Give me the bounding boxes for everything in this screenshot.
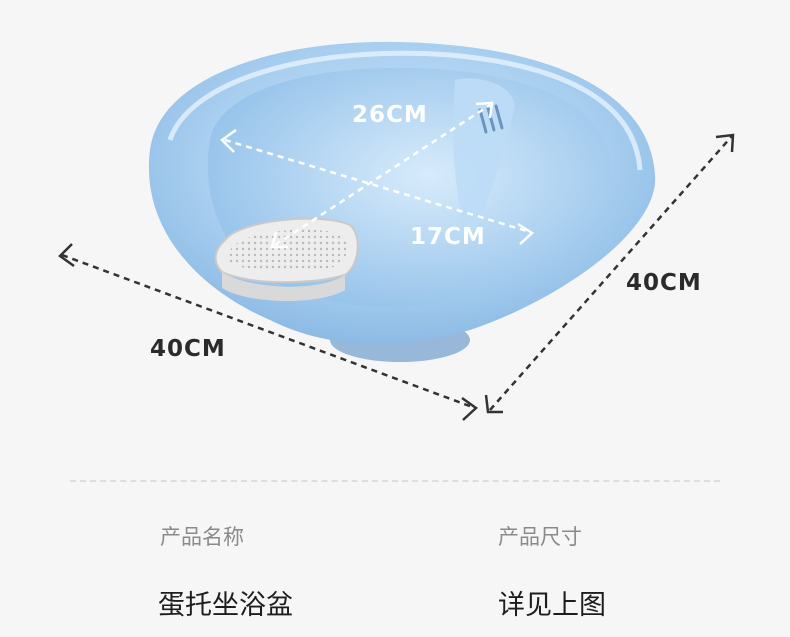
arrow-26-right: [517, 222, 535, 245]
dimension-label-17cm: 17CM: [410, 224, 486, 250]
rim-highlight: [167, 50, 643, 171]
basin-illustration: [58, 41, 735, 421]
product-name-label: 产品名称: [160, 525, 244, 549]
arrow-17-bottom: [270, 231, 288, 249]
arrow-40-left-end: [461, 396, 478, 421]
product-size-label: 产品尺寸: [498, 525, 582, 549]
dimension-17cm-line: [274, 103, 491, 247]
seat-edge: [222, 272, 345, 302]
product-name-value: 蛋托坐浴盆: [158, 590, 293, 621]
dimension-40cm-right-line: [489, 135, 733, 411]
dimension-26cm-line: [224, 138, 531, 234]
product-photo: 26CM 17CM 40CM 40CM: [58, 41, 735, 421]
dimension-label-40cm-left: 40CM: [150, 336, 226, 362]
seat-texture: [228, 229, 347, 272]
arrow-40-left-start: [58, 243, 75, 268]
arrow-26-left: [220, 128, 237, 153]
dimension-40cm-left-line: [61, 253, 476, 410]
product-size-value: 详见上图: [498, 590, 606, 621]
dimension-label-40cm-right: 40CM: [626, 270, 702, 296]
section-divider: [70, 480, 720, 482]
dimension-label-26cm: 26CM: [352, 102, 428, 128]
arrow-17-top: [475, 101, 494, 119]
vent-slots: [478, 104, 504, 134]
arrow-40-right-end: [715, 133, 735, 153]
arrow-40-right-start: [484, 394, 503, 414]
